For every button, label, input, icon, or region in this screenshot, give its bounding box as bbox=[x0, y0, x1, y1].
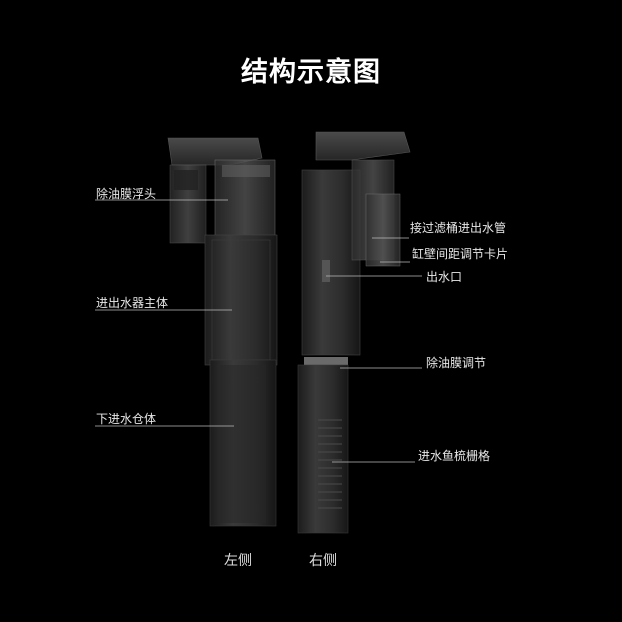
callout-spacer-clip: 缸壁间距调节卡片 bbox=[412, 247, 509, 261]
callout-main-body: 进出水器主体 bbox=[96, 296, 169, 310]
callout-oil-film-float: 除油膜浮头 bbox=[96, 187, 157, 201]
left-side-label: 左侧 bbox=[224, 553, 252, 569]
left-device bbox=[167, 137, 278, 527]
callout-filter-pipe: 接过滤桶进出水管 bbox=[410, 221, 507, 235]
diagram-title: 结构示意图 bbox=[241, 57, 381, 88]
callout-outlet: 出水口 bbox=[426, 270, 463, 284]
leader-lines bbox=[95, 199, 422, 463]
callout-intake-grille: 进水鱼梳栅格 bbox=[418, 449, 491, 463]
right-side-label: 右侧 bbox=[309, 553, 337, 569]
callout-lower-chamber: 下进水仓体 bbox=[96, 412, 157, 426]
callout-oil-film-adjust: 除油膜调节 bbox=[426, 356, 487, 370]
right-device bbox=[297, 131, 411, 534]
